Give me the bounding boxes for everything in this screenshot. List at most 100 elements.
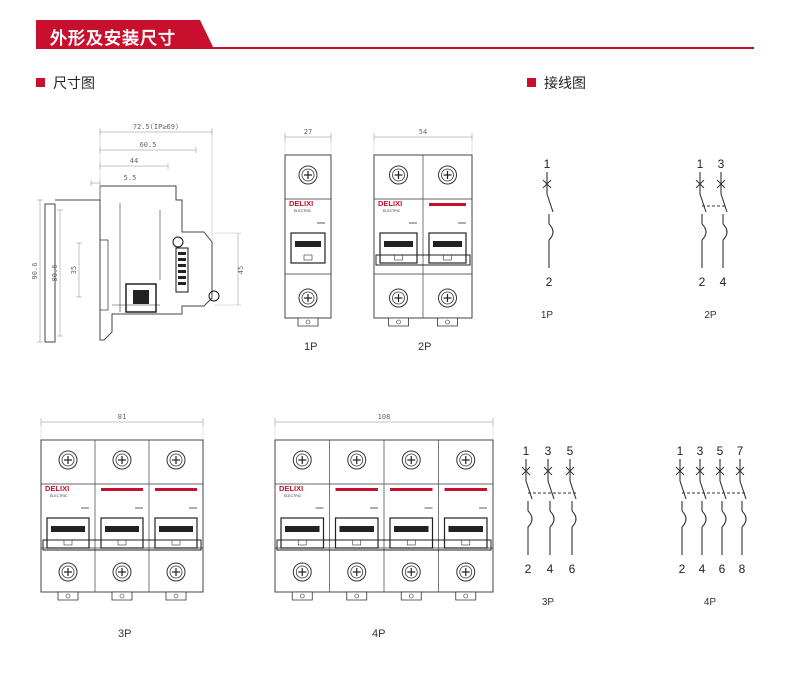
din-clip [111, 591, 133, 601]
breaker-width-label-p4: 108 [378, 413, 391, 421]
trip-coil [549, 510, 555, 528]
pole-handle [379, 232, 418, 264]
terminal-number-bottom: 6 [569, 562, 576, 576]
terminal-number-bottom: 6 [719, 562, 726, 576]
dimension-label: 80.6 [51, 265, 59, 282]
screw-inner [459, 565, 473, 579]
header-bar [36, 20, 214, 49]
page-title: 外形及安装尺寸 [50, 29, 176, 48]
breaker-width-label-p3: 81 [118, 413, 126, 421]
din-clip [455, 591, 477, 601]
din-clip-hole [396, 319, 401, 325]
pole-handle-bar [285, 526, 320, 532]
pole-handle [443, 517, 488, 549]
screw-inner [350, 453, 364, 467]
caption-2p: 2P [418, 341, 432, 353]
screw-inner [115, 453, 129, 467]
pole-handle [428, 232, 467, 264]
square-bullet-icon [527, 78, 536, 87]
dimension-label: 44 [130, 157, 138, 165]
red-indicator-bar [390, 488, 433, 491]
pole-indicator [297, 539, 307, 546]
brand-subtext: ELECTRIC [383, 209, 401, 213]
breaker-width-label-p2: 54 [419, 128, 427, 136]
caption-3p: 3P [118, 628, 132, 640]
side-view-label-mark [178, 258, 186, 261]
trip-coil [741, 510, 747, 528]
terminal-number-bottom: 8 [739, 562, 746, 576]
din-clip [165, 591, 187, 601]
pole-handle-bar [384, 241, 413, 247]
pole-indicator [352, 539, 362, 546]
brand-subtext: ELECTRIC [50, 494, 68, 498]
switch-blade [569, 480, 577, 500]
terminal-number-top: 3 [718, 157, 725, 171]
din-clip-hole [445, 319, 450, 325]
pole-indicator [394, 254, 403, 261]
dimension-label: 72.5(IP≥69) [133, 123, 179, 131]
side-view-label-mark [178, 270, 186, 273]
din-clip [57, 591, 79, 601]
dimension-label: 90.6 [31, 263, 39, 280]
screw-inner [61, 565, 75, 579]
din-clip-hole [119, 593, 125, 599]
terminal-number-top: 1 [523, 444, 530, 458]
din-clip [388, 317, 409, 327]
brand-logo: DELIXI [279, 484, 303, 493]
switch-blade [720, 193, 728, 213]
din-clip [437, 317, 458, 327]
switch-blade [546, 193, 554, 213]
terminal-number-top: 5 [717, 444, 724, 458]
pole-handle-bar [433, 241, 462, 247]
pole-handle [280, 517, 325, 549]
trip-coil [701, 510, 707, 528]
switch-blade [699, 480, 707, 500]
dimension-label: 60.5 [140, 141, 157, 149]
side-view-handle-grip [133, 290, 149, 304]
pole-indicator [117, 539, 127, 546]
screw-inner [459, 453, 473, 467]
terminal-number-top: 3 [697, 444, 704, 458]
screw-inner [392, 168, 405, 182]
tie-bar [42, 539, 202, 551]
din-clip-hole [305, 319, 311, 325]
screw-inner [169, 565, 183, 579]
section-wiring: 接线图 [527, 73, 586, 93]
din-clip-hole [463, 593, 469, 599]
caption-4p: 4P [372, 628, 386, 640]
trip-coil [571, 510, 577, 528]
screw-inner [61, 453, 75, 467]
trip-coil [548, 223, 554, 241]
side-view-label-mark [178, 264, 186, 267]
terminal-number-top: 1 [677, 444, 684, 458]
screw-inner [115, 565, 129, 579]
dimension-label: 5.5 [124, 174, 137, 182]
red-indicator-bar [101, 488, 143, 491]
tie-bar [276, 539, 492, 551]
pole-indicator [63, 539, 73, 546]
brand-subtext: ELECTRIC [294, 209, 312, 213]
breaker-width-label-p1: 27 [304, 128, 312, 136]
screw-inner [404, 453, 418, 467]
screw-inner [295, 565, 309, 579]
screw-inner [301, 291, 315, 305]
switch-blade [719, 480, 727, 500]
switch-blade [525, 480, 533, 500]
pole-indicator [171, 539, 181, 546]
section-dimensions: 尺寸图 [36, 73, 95, 93]
pole-handle-bar [159, 526, 193, 532]
screw-inner [404, 565, 418, 579]
side-view-label-mark [178, 276, 186, 279]
side-view-outline [55, 185, 213, 341]
din-clip [297, 317, 319, 327]
pole-indicator [303, 254, 313, 261]
pole-handle [154, 517, 198, 549]
red-indicator-bar [335, 488, 378, 491]
brand-logo: DELIXI [289, 199, 313, 208]
pole-handle [100, 517, 144, 549]
terminal-number-bottom: 4 [699, 562, 706, 576]
pole-indicator [461, 539, 471, 546]
screw-inner [169, 453, 183, 467]
pole-handle [46, 517, 90, 549]
switch-blade [699, 193, 707, 213]
